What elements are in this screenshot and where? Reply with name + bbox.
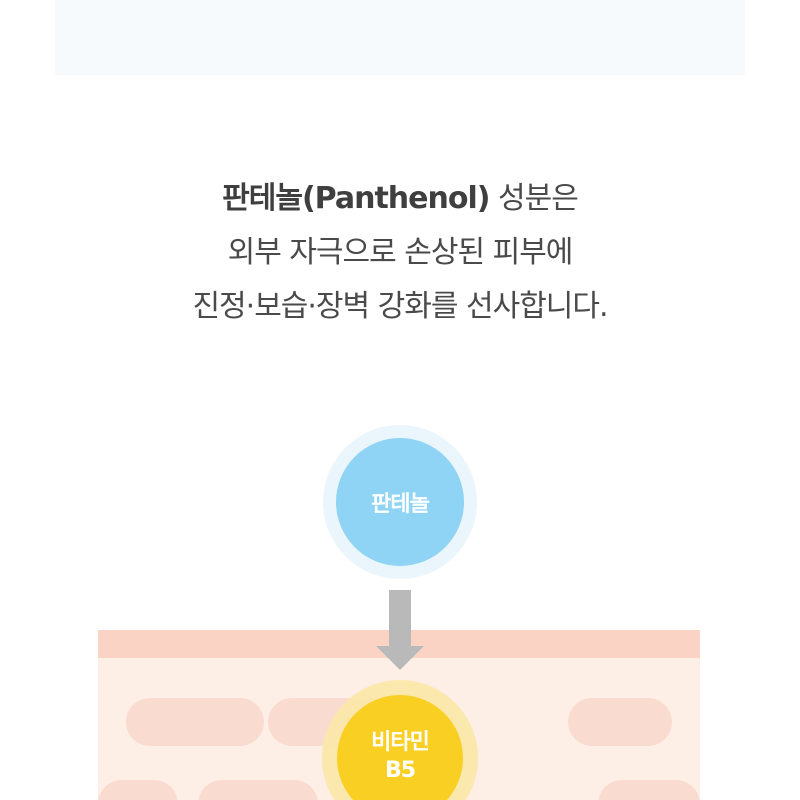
skin-cell <box>98 780 178 800</box>
headline-line-1-rest: 성분은 <box>489 181 579 216</box>
skin-cell <box>126 698 264 746</box>
panthenol-circle: 판테놀 <box>336 438 464 566</box>
down-arrow-head-icon <box>376 646 424 670</box>
headline-keyword: 판테놀(Panthenol) <box>222 181 490 216</box>
vitamin-b5-label-line-2: B5 <box>384 758 416 783</box>
top-banner-band <box>55 0 745 75</box>
vitamin-b5-label-line-1: 비타민 <box>371 730 430 755</box>
headline-line-2: 외부 자극으로 손상된 피부에 <box>227 235 574 270</box>
headline-line-3: 진정·보습·장벽 강화를 선사합니다. <box>192 289 608 324</box>
panthenol-circle-label: 판테놀 <box>371 492 430 517</box>
vitamin-b5-circle: 비타민 B5 <box>337 695 463 800</box>
down-arrow-icon <box>389 590 411 648</box>
headline-line-1: 판테놀(Panthenol) 성분은 <box>0 172 800 226</box>
headline: 판테놀(Panthenol) 성분은 외부 자극으로 손상된 피부에 진정·보습… <box>0 172 800 334</box>
skin-cell <box>198 780 318 800</box>
skin-cell <box>568 698 672 746</box>
skin-cell <box>598 780 700 800</box>
